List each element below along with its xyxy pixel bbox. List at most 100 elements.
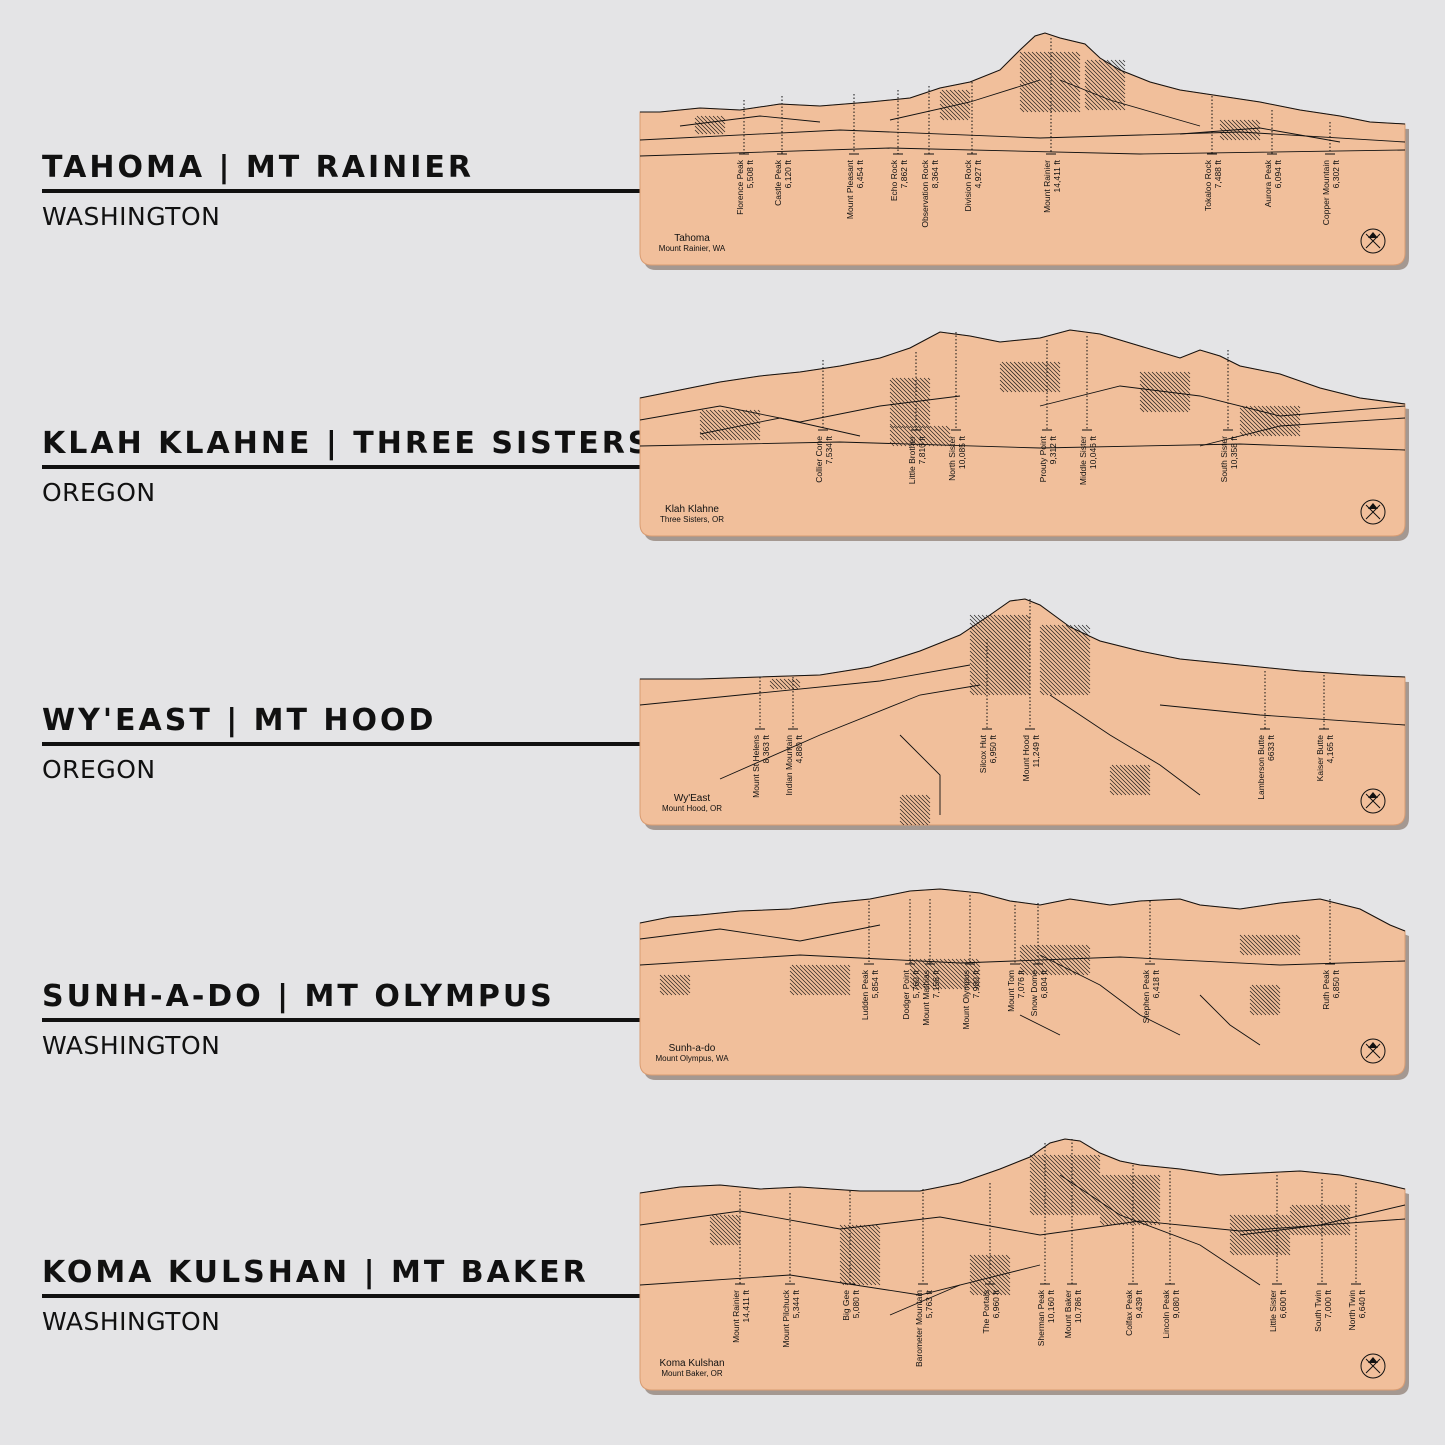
hatch-shading (1229, 1214, 1291, 1256)
hatch-shading (709, 1214, 741, 1246)
peak-name: Little Brother (907, 436, 917, 484)
peak-elevation: 7,076 ft (1016, 969, 1026, 998)
contour-line (719, 684, 981, 780)
contour-line (1199, 994, 1261, 1046)
logo-cross-b (1365, 233, 1381, 249)
peak-name: Ludden Peak (860, 969, 870, 1020)
engraved-art (639, 598, 1406, 826)
wood-board (639, 32, 1406, 266)
peak-name: Mount Tom (1006, 970, 1016, 1012)
plank-caption-sub: Three Sisters, OR (660, 515, 724, 524)
peak-elevation: 6,418 ft (1151, 969, 1161, 998)
contour-line (1039, 385, 1406, 417)
engraved-art (639, 329, 1406, 451)
hatch-shading (1219, 119, 1261, 141)
peak-name: Mount Pleasant (845, 159, 855, 219)
plank-caption-name: Klah Klahne (665, 504, 719, 515)
peak-elevation: 14,411 ft (1052, 159, 1062, 192)
product-row-sunh-a-do: SUNH-A-DO | MT OLYMPUS WASHINGTON Ludden… (0, 865, 1445, 1105)
logo-badge-icon (1360, 1353, 1386, 1379)
hatch-shading (1239, 405, 1301, 437)
peak-name: Division Rock (963, 159, 973, 211)
contour-line (639, 954, 1406, 966)
contour-line (899, 734, 941, 815)
hatch-shading (1019, 944, 1091, 976)
peak-name: Mount Hood (1021, 735, 1031, 782)
peak-elevation: 6,600 ft (1278, 1289, 1288, 1318)
peak-elevation: 7,810 ft (917, 435, 927, 464)
hatch-shading (999, 361, 1061, 393)
logo-cross-b (1365, 504, 1381, 520)
peak-name: Sherman Peak (1036, 1289, 1046, 1346)
peak-elevation: 6,302 ft (1331, 159, 1341, 188)
peak-elevation: 8,363 ft (761, 734, 771, 763)
peak-elevation: 6,640 ft (1357, 1289, 1367, 1318)
logo-badge-icon (1360, 788, 1386, 814)
hatch-shading (1289, 1204, 1351, 1236)
peak-name: Mount St Helens (751, 735, 761, 798)
engraved-art (639, 1138, 1406, 1316)
hatch-shading (939, 89, 971, 121)
hatch-shading (1019, 51, 1081, 113)
plank-caption-sub: Mount Hood, OR (662, 804, 722, 813)
contour-line (699, 417, 861, 437)
title-rule (42, 1294, 642, 1298)
plank-caption-sub: Mount Olympus, WA (655, 1054, 729, 1063)
hatch-shading (899, 794, 931, 826)
peak-name: South Sister (1219, 436, 1229, 482)
peak-elevation: 6,804 ft (1039, 969, 1049, 998)
ridge-line (640, 598, 1406, 680)
peak-name: Observation Rock (920, 159, 930, 227)
peak-elevation: 11,249 ft (1031, 734, 1041, 767)
peak-elevation: 6,094 ft (1273, 159, 1283, 188)
peak-name: Collier Cone (814, 436, 824, 483)
logo-cross-b (1365, 1358, 1381, 1374)
plank-caption-sub: Mount Baker, OR (661, 1369, 723, 1378)
peak-elevation: 6,454 ft (855, 159, 865, 188)
logo-mountain-icon (1368, 503, 1378, 509)
peak-elevation: 5,080 ft (851, 1289, 861, 1318)
product-row-klah-klahne: KLAH KLAHNE | THREE SISTERS OREGON Colli… (0, 290, 1445, 560)
peak-name: Florence Peak (735, 159, 745, 215)
peak-name: Middle Sister (1078, 436, 1088, 485)
hatch-shading (969, 614, 1031, 696)
peak-name: Mount Rainier (1042, 160, 1052, 213)
plank-caption-name: Tahoma (674, 233, 710, 244)
product-title: WY'EAST | MT HOOD (42, 703, 437, 738)
hatch-shading (659, 974, 691, 996)
wood-board (639, 329, 1406, 537)
hatch-shading (1029, 1154, 1101, 1216)
ridge-line (639, 888, 1406, 932)
contour-line (1159, 704, 1406, 726)
peak-name: Kaiser Butte (1315, 735, 1325, 782)
wood-board (639, 1138, 1406, 1391)
logo-mountain-icon (1368, 232, 1378, 238)
peak-name: Mount Rainier (731, 1290, 741, 1343)
contour-line (639, 129, 1406, 143)
peak-elevation: 4,927 ft (973, 159, 983, 188)
plank-caption-name: Koma Kulshan (659, 1358, 724, 1369)
logo-mountain-icon (1368, 792, 1378, 798)
peak-elevation: 5,760 ft (911, 969, 921, 998)
peak-name: Colfax Peak (1124, 1289, 1134, 1336)
product-row-tahoma: TAHOMA | MT RAINIER WASHINGTON Florence … (0, 0, 1445, 290)
